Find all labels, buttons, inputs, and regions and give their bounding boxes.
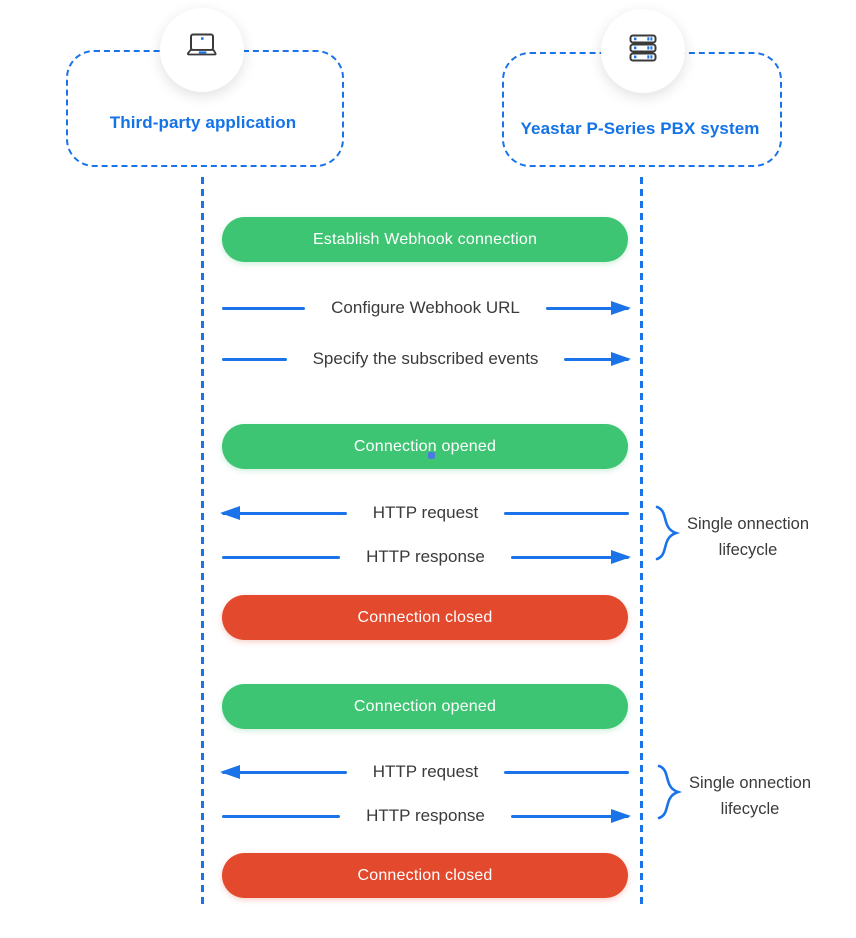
message-configure-webhook-url: Configure Webhook URL [222, 296, 629, 320]
arrow-right-icon [510, 814, 630, 818]
arrow-left-icon [222, 770, 347, 774]
message-label: HTTP request [372, 503, 479, 522]
arrow-right-icon [564, 357, 630, 361]
pill-connection-opened-1: Connection opened [222, 424, 628, 469]
note-single-connection-lifecycle-1: Single onnection lifecycle [682, 511, 814, 563]
actor-third-party-label: Third-party application [109, 113, 297, 132]
message-label: HTTP request [372, 762, 479, 781]
message-label: Specify the subscribed events [312, 349, 539, 368]
note-line-1: Single onnection [686, 515, 809, 533]
lifeline-third-party [201, 177, 204, 905]
pill-connection-closed-2: Connection closed [222, 853, 628, 898]
pill-connection-closed-1: Connection closed [222, 595, 628, 640]
arrow-left-icon [222, 511, 347, 515]
message-label: Configure Webhook URL [331, 298, 520, 317]
note-line-1: Single onnection [688, 774, 811, 792]
curly-brace-icon [652, 504, 684, 567]
message-specify-subscribed-events: Specify the subscribed events [222, 347, 630, 371]
note-line-2: lifecycle [720, 800, 780, 818]
message-line-left [222, 306, 306, 310]
server-icon [621, 27, 665, 76]
note-single-connection-lifecycle-2: Single onnection lifecycle [684, 770, 816, 822]
laptop-icon [180, 26, 224, 75]
pill-establish-webhook-connection: Establish Webhook connection [222, 217, 628, 262]
message-label: HTTP response [366, 806, 485, 825]
message-line-left [222, 357, 287, 361]
pill-connection-opened-2: Connection opened [222, 684, 628, 729]
message-line-left [222, 814, 341, 818]
stray-blue-dot [428, 452, 435, 459]
message-label: HTTP response [366, 547, 485, 566]
message-http-response-1: HTTP response [222, 545, 630, 569]
curly-brace-icon [654, 763, 686, 826]
arrow-right-icon [545, 306, 629, 310]
lifeline-pbx [640, 177, 643, 905]
server-icon-circle [601, 9, 685, 93]
message-http-response-2: HTTP response [222, 804, 630, 828]
message-line-right [504, 770, 630, 774]
note-line-2: lifecycle [718, 541, 778, 559]
message-line-left [222, 555, 341, 559]
actor-pbx-label: Yeastar P-Series PBX system [520, 119, 760, 138]
laptop-icon-circle [160, 8, 244, 92]
message-http-request-1: HTTP request [222, 501, 630, 525]
message-line-right [504, 511, 630, 515]
message-http-request-2: HTTP request [222, 760, 630, 784]
arrow-right-icon [510, 555, 630, 559]
